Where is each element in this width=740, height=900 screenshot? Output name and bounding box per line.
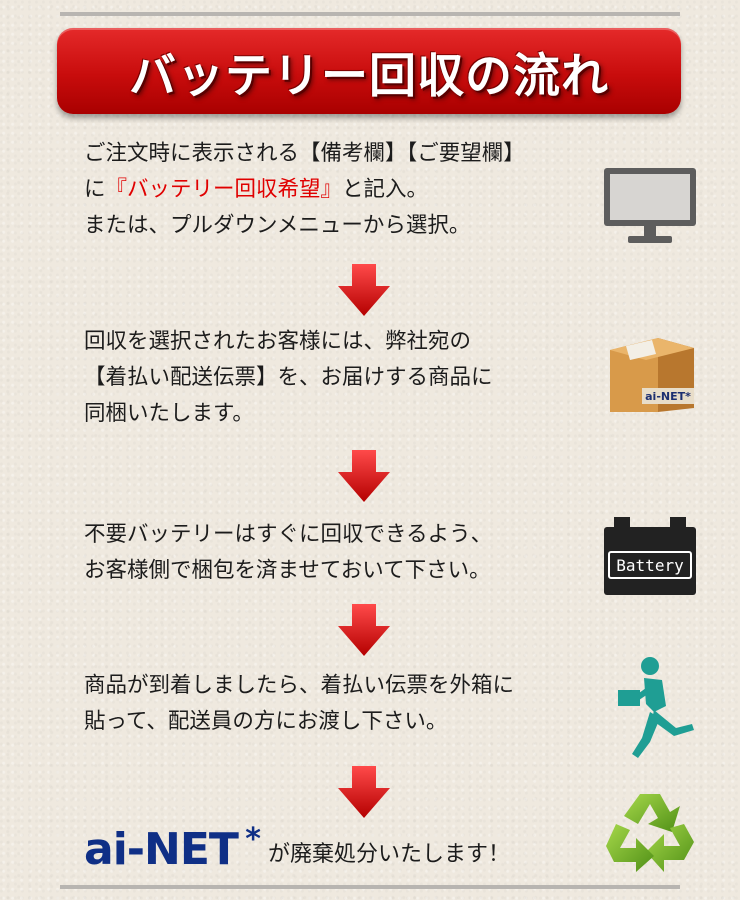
step-1-text: ご注文時に表示される【備考欄】【ご要望欄】 に『バッテリー回収希望』と記入。 ま… (84, 136, 525, 244)
down-arrow-3-icon (338, 604, 390, 656)
logo-star: * (245, 822, 261, 857)
step-1-line-2-prefix: に (84, 177, 106, 202)
final-text: が廃棄処分いたします！ (267, 842, 510, 867)
step-4-line-2: 貼って、配送員の方にお渡し下さい。 (84, 709, 448, 734)
top-divider (60, 12, 680, 16)
ai-net-logo: ai-NET* (84, 822, 261, 872)
step-4-line-1: 商品が到着しましたら、着払い伝票を外箱に (84, 673, 515, 698)
final-step: ai-NET* が廃棄処分いたします！ (84, 812, 510, 872)
battery-label: Battery (616, 556, 684, 575)
down-arrow-1-icon (338, 264, 390, 316)
step-3-line-1: 不要バッテリーはすぐに回収できるよう、 (84, 522, 493, 547)
step-1-highlight: 『バッテリー回収希望』 (105, 177, 343, 202)
box-label: ai-NET* (645, 390, 691, 403)
step-2-line-1: 回収を選択されたお客様には、弊社宛の (84, 329, 472, 354)
step-3-text: 不要バッテリーはすぐに回収できるよう、 お客様側で梱包を済ませておいて下さい。 (84, 517, 492, 589)
bottom-divider (60, 885, 680, 889)
logo-text: ai-NET (84, 824, 239, 875)
down-arrow-4-icon (338, 766, 390, 818)
recycle-icon (606, 794, 694, 872)
battery-icon: Battery (604, 517, 696, 595)
title-banner: バッテリー回収の流れ (57, 28, 681, 114)
delivery-runner-icon (618, 657, 694, 758)
step-1-line-2-suffix: と記入。 (342, 177, 429, 202)
step-1-line-1: ご注文時に表示される【備考欄】【ご要望欄】 (84, 141, 525, 166)
cardboard-box-icon: ai-NET* (610, 338, 694, 412)
step-3-line-2: お客様側で梱包を済ませておいて下さい。 (84, 558, 491, 583)
step-1-line-3: または、プルダウンメニューから選択。 (84, 213, 471, 238)
step-1-line-2: に『バッテリー回収希望』と記入。 (84, 172, 525, 208)
monitor-icon (604, 168, 696, 243)
step-2-line-2: 【着払い配送伝票】を、お届けする商品に (84, 365, 493, 390)
down-arrow-2-icon (338, 450, 390, 502)
page-title: バッテリー回収の流れ (129, 48, 609, 104)
step-2-text: 回収を選択されたお客様には、弊社宛の 【着払い配送伝票】を、お届けする商品に 同… (84, 324, 493, 432)
step-2-line-3: 同梱いたします。 (84, 401, 254, 426)
step-4-text: 商品が到着しましたら、着払い伝票を外箱に 貼って、配送員の方にお渡し下さい。 (84, 668, 514, 740)
